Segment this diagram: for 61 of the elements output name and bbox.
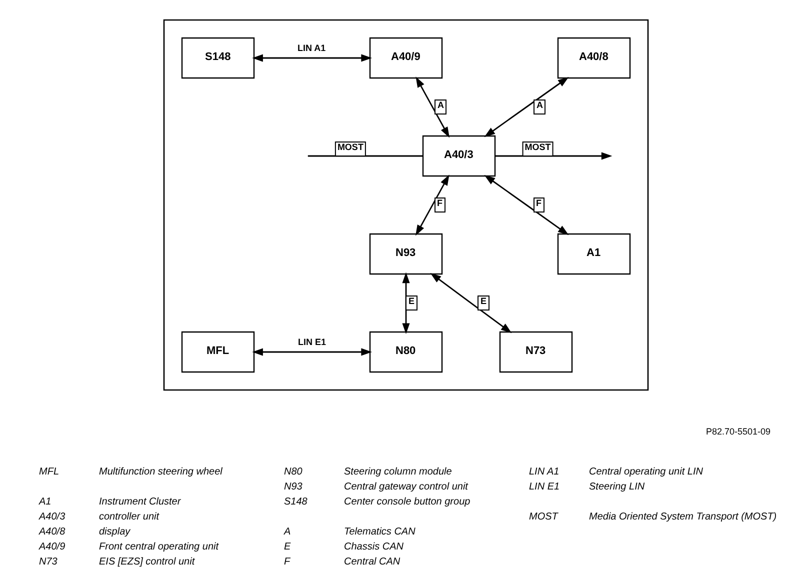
edge-label: F bbox=[536, 198, 542, 208]
label: Multifunction steering wheel bbox=[99, 466, 222, 478]
label: A40/8 bbox=[39, 526, 66, 538]
label: Steering column module bbox=[344, 466, 452, 478]
label: MFL bbox=[39, 466, 59, 478]
label: E bbox=[284, 542, 291, 552]
node-box: S148 bbox=[181, 37, 255, 79]
label: N80 bbox=[284, 466, 302, 478]
arrow bbox=[252, 54, 372, 62]
arrow bbox=[402, 272, 410, 334]
label: Telematics CAN bbox=[344, 526, 416, 538]
arrow bbox=[495, 152, 612, 160]
label: F bbox=[284, 556, 290, 568]
label: N73 bbox=[39, 556, 58, 568]
arrow bbox=[484, 76, 569, 138]
label: LIN A1 bbox=[529, 466, 560, 478]
edge-label: MOST bbox=[524, 142, 551, 152]
node-box: A1 bbox=[557, 233, 631, 275]
arrow bbox=[416, 174, 450, 236]
arrow bbox=[484, 174, 569, 236]
edge-label: MOST bbox=[337, 142, 364, 152]
label: Media Oriented System Transport (MOST) bbox=[589, 512, 777, 522]
label: EIS [EZS] control unit bbox=[99, 556, 195, 568]
label: Central CAN bbox=[344, 556, 400, 568]
edge-label: E bbox=[480, 296, 487, 306]
label: Steering LIN bbox=[589, 482, 645, 492]
label: display bbox=[99, 526, 130, 538]
label: Central operating unit LIN bbox=[589, 466, 703, 478]
edge-label: LIN A1 bbox=[298, 43, 326, 54]
edge-label: A bbox=[536, 100, 543, 110]
edge-label: F bbox=[437, 198, 442, 208]
node-box: A40/3 bbox=[422, 135, 496, 177]
node-box: N93 bbox=[369, 233, 443, 275]
label: A40/3 bbox=[39, 512, 66, 522]
label: A40/9 bbox=[39, 542, 66, 552]
node-box: A40/8 bbox=[557, 37, 631, 79]
label: Chassis CAN bbox=[344, 542, 404, 552]
arrow bbox=[416, 76, 450, 138]
label: Central gateway control unit bbox=[344, 482, 468, 492]
label: S148 bbox=[284, 496, 308, 508]
edge-label: LIN E1 bbox=[298, 337, 326, 348]
node-box: A40/9 bbox=[369, 37, 443, 79]
cluster bbox=[163, 19, 649, 391]
label: N93 bbox=[284, 482, 302, 492]
label: Center console button group bbox=[344, 496, 470, 508]
edge-label: E bbox=[408, 296, 415, 306]
node-box: MFL bbox=[181, 331, 255, 373]
label: Front central operating unit bbox=[99, 542, 219, 552]
label: controller unit bbox=[99, 512, 160, 522]
connector bbox=[308, 155, 423, 157]
label: LIN E1 bbox=[529, 482, 560, 492]
label: P82.70-5501-09 bbox=[706, 426, 771, 437]
node-box: N80 bbox=[369, 331, 443, 373]
node-box: N73 bbox=[499, 331, 573, 373]
edge-label: A bbox=[438, 100, 444, 110]
arrow bbox=[430, 272, 512, 334]
arrow bbox=[252, 348, 372, 356]
label: A bbox=[284, 526, 291, 538]
label: A1 bbox=[39, 496, 52, 508]
label: MOST bbox=[529, 512, 558, 522]
label: Instrument Cluster bbox=[99, 496, 181, 508]
